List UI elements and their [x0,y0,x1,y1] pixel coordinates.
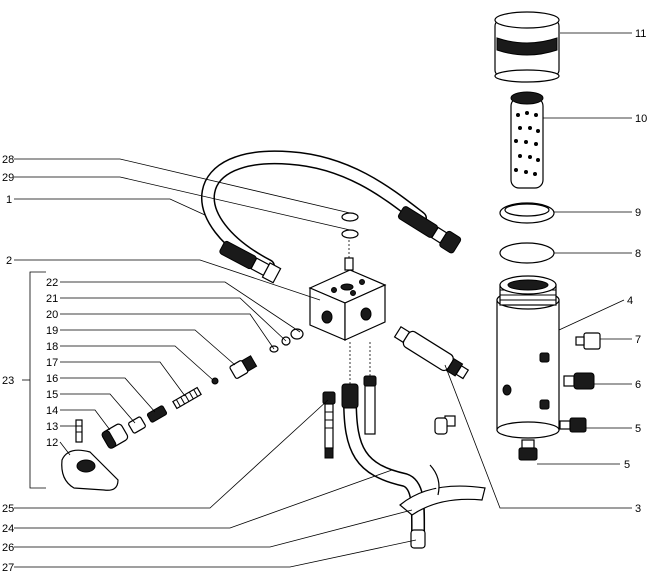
callout-labels: 11 10 9 8 4 7 6 5 5 3 28 29 1 2 22 21 20… [2,28,647,574]
side-fitting [563,372,595,390]
callout-13: 13 [46,421,58,433]
callout-5-side: 5 [635,423,641,435]
valve-stack [101,328,304,449]
callout-4: 4 [627,295,633,307]
callout-11: 11 [635,28,646,40]
block-top-fitting [344,240,354,271]
suction-tube [341,342,426,549]
callout-12: 12 [46,437,58,449]
side-plug [559,417,587,433]
callout-15: 15 [46,389,58,401]
seal-8 [499,242,555,264]
handle [61,449,119,491]
callout-22: 22 [46,277,58,289]
callout-14: 14 [46,405,58,417]
callout-7: 7 [635,334,641,346]
filter-housing [496,275,560,439]
callout-24: 24 [2,523,14,535]
housing-plug-left [434,415,456,435]
callout-10: 10 [635,113,647,125]
callout-25: 25 [2,503,14,515]
callout-5-bottom: 5 [624,459,630,471]
bottom-plug [518,439,538,461]
leader-lines [14,32,632,568]
callout-19: 19 [46,325,58,337]
return-tube [363,342,377,435]
callout-18: 18 [46,341,58,353]
coupler-fitting [393,325,470,380]
callout-20: 20 [46,309,58,321]
washers-28-29 [341,212,359,239]
callout-2: 2 [6,255,12,267]
callout-8: 8 [635,248,641,260]
callout-9: 9 [635,207,641,219]
hose-assembly [201,150,462,284]
filter-element [510,91,544,189]
callout-1: 1 [6,194,12,206]
seal-9 [499,202,555,224]
callout-23: 23 [2,375,14,387]
pin [75,419,83,443]
tube-clip [399,464,486,516]
callout-28: 28 [2,154,14,166]
callout-17: 17 [46,357,58,369]
fitting-25 [322,391,336,459]
callout-29: 29 [2,172,14,184]
callout-27: 27 [2,562,14,574]
callout-26: 26 [2,542,14,554]
callout-16: 16 [46,373,58,385]
housing-cap [494,11,560,83]
callout-21: 21 [46,293,58,305]
callout-3: 3 [635,503,641,515]
top-side-fitting [575,332,601,350]
callout-6: 6 [635,379,641,391]
manifold-block [308,269,387,341]
